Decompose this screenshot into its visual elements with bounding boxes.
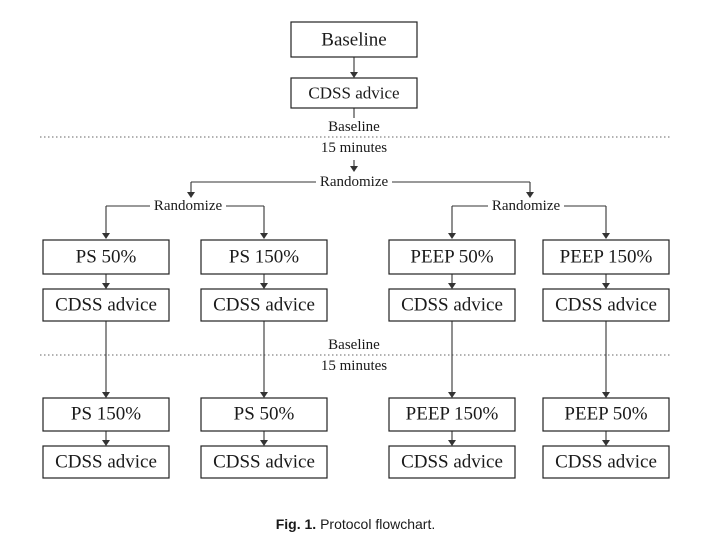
svg-text:PEEP 50%: PEEP 50% [564, 404, 647, 425]
svg-text:CDSS advice: CDSS advice [308, 84, 399, 103]
separator-label-top-line1: Baseline [328, 119, 380, 135]
group3-step2-box: PEEP 150% [388, 397, 516, 432]
svg-text:CDSS advice: CDSS advice [55, 452, 157, 473]
group2-step2-box: PS 50% [200, 397, 328, 432]
group1-step2-box: PS 150% [42, 397, 170, 432]
group2-cdss2-box: CDSS advice [200, 445, 328, 479]
svg-text:PS 150%: PS 150% [71, 404, 141, 425]
svg-text:CDSS advice: CDSS advice [55, 295, 157, 316]
group4-cdss1-box: CDSS advice [542, 288, 670, 322]
group4-cdss2-box: CDSS advice [542, 445, 670, 479]
group3-cdss1-box: CDSS advice [388, 288, 516, 322]
group4-step1-box: PEEP 150% [542, 239, 670, 275]
randomize-label-right: Randomize [492, 198, 561, 214]
figure-caption: Fig. 1. Protocol flowchart. [0, 516, 711, 532]
svg-text:CDSS advice: CDSS advice [213, 295, 315, 316]
svg-text:PS 150%: PS 150% [229, 247, 299, 268]
baseline-box: Baseline [290, 21, 418, 58]
group1-cdss1-box: CDSS advice [42, 288, 170, 322]
separator-label-top-line2: 15 minutes [321, 140, 387, 156]
randomize-label-left: Randomize [154, 198, 223, 214]
svg-text:PEEP 50%: PEEP 50% [410, 247, 493, 268]
svg-text:CDSS advice: CDSS advice [555, 452, 657, 473]
group1-cdss2-box: CDSS advice [42, 445, 170, 479]
separator-label-bottom-line2: 15 minutes [321, 358, 387, 374]
group3-cdss2-box: CDSS advice [388, 445, 516, 479]
figure-caption-label: Fig. 1. [275, 516, 317, 532]
svg-text:CDSS advice: CDSS advice [401, 452, 503, 473]
svg-text:PEEP 150%: PEEP 150% [560, 247, 653, 268]
cdss-advice-top-box: CDSS advice [290, 77, 418, 109]
svg-text:CDSS advice: CDSS advice [555, 295, 657, 316]
figure-caption-text: Protocol flowchart. [320, 516, 436, 532]
group4-step2-box: PEEP 50% [542, 397, 670, 432]
group2-step1-box: PS 150% [200, 239, 328, 275]
svg-text:PEEP 150%: PEEP 150% [406, 404, 499, 425]
group2-cdss1-box: CDSS advice [200, 288, 328, 322]
randomize-label-main: Randomize [320, 174, 389, 190]
separator-label-bottom-line1: Baseline [328, 337, 380, 353]
edges [102, 57, 610, 446]
svg-text:CDSS advice: CDSS advice [401, 295, 503, 316]
group3-step1-box: PEEP 50% [388, 239, 516, 275]
group1-step1-box: PS 50% [42, 239, 170, 275]
svg-text:Baseline: Baseline [321, 30, 386, 51]
svg-text:PS 50%: PS 50% [234, 404, 295, 425]
svg-text:CDSS advice: CDSS advice [213, 452, 315, 473]
svg-text:PS 50%: PS 50% [76, 247, 137, 268]
